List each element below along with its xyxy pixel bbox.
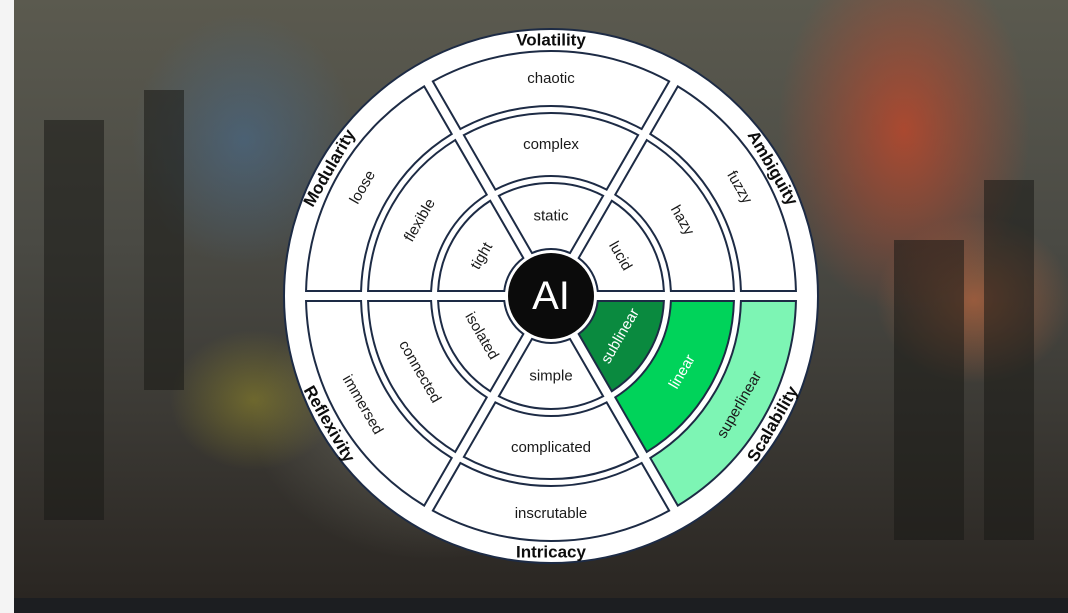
left-margin [0, 0, 14, 613]
segment-flexible [367, 138, 489, 293]
segment-linear [613, 299, 735, 454]
segment-static [497, 182, 605, 255]
segment-label-simple: simple [529, 368, 572, 385]
segment-label-complex: complex [523, 136, 579, 153]
dimension-label-volatility: Volatility [516, 31, 586, 50]
segment-immersed [305, 299, 454, 508]
wheel-segments [305, 50, 797, 542]
core-label: AI [532, 274, 570, 318]
segment-tight [437, 199, 525, 293]
segment-inscrutable [431, 461, 671, 542]
segment-chaotic [431, 50, 671, 131]
segment-connected [367, 299, 489, 454]
segment-label-static: static [533, 208, 569, 225]
segment-lucid [577, 199, 665, 293]
segment-complicated [462, 401, 640, 480]
segment-loose [305, 84, 454, 293]
bottom-bar [14, 598, 1068, 613]
segment-superlinear [648, 299, 797, 508]
building-silhouette [144, 90, 184, 390]
dimension-label-intricacy: Intricacy [516, 543, 586, 562]
building-silhouette [984, 180, 1034, 540]
segment-sublinear [577, 299, 665, 393]
segment-hazy [613, 138, 735, 293]
segment-label-inscrutable: inscrutable [515, 505, 588, 522]
clock-tower-silhouette [44, 120, 104, 520]
segment-label-complicated: complicated [511, 439, 591, 456]
core-circle [508, 253, 594, 339]
segment-isolated [437, 299, 525, 393]
segment-fuzzy [648, 84, 797, 293]
segment-simple [497, 337, 605, 410]
segment-label-chaotic: chaotic [527, 70, 575, 87]
segment-complex [462, 112, 640, 191]
building-silhouette [894, 240, 964, 540]
